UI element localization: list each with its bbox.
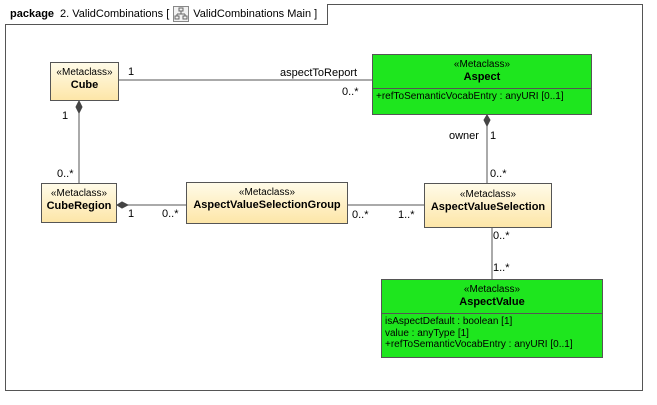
package-keyword: package — [10, 8, 55, 20]
stereotype: «Metaclass» — [453, 59, 511, 70]
stereotype: «Metaclass» — [50, 188, 108, 199]
package-tab: package 2. ValidCombinations [ ValidComb… — [5, 4, 329, 25]
class-aspect[interactable]: «Metaclass» Aspect +refToSemanticVocabEn… — [372, 54, 592, 115]
multiplicity-label: 1 — [62, 110, 69, 122]
class-name: Cube — [70, 79, 99, 91]
multiplicity-label: 1 — [490, 130, 497, 142]
class-name: AspectValueSelection — [430, 201, 546, 213]
stereotype: «Metaclass» — [238, 187, 296, 198]
multiplicity-label: 0..* — [57, 168, 74, 180]
package-name: 2. ValidCombinations [ — [60, 8, 170, 20]
composition-diamond — [483, 114, 491, 128]
class-cube[interactable]: «Metaclass» Cube — [50, 62, 119, 101]
attribute: +refToSemanticVocabEntry : anyURI [0..1] — [376, 91, 564, 102]
role-label: owner — [449, 130, 479, 142]
stereotype: «Metaclass» — [463, 284, 521, 295]
class-name: AspectValueSelectionGroup — [193, 199, 341, 211]
stereotype: «Metaclass» — [56, 67, 113, 78]
attribute: value : anyType [1] — [385, 327, 469, 339]
attribute: +refToSemanticVocabEntry : anyURI [0..1] — [385, 339, 573, 350]
multiplicity-label: 0..* — [162, 208, 179, 220]
class-aspect-value-selection[interactable]: «Metaclass» AspectValueSelection — [424, 183, 552, 228]
composition-diamond — [75, 99, 83, 115]
class-name: AspectValue — [459, 296, 525, 308]
composition-diamond — [116, 201, 130, 209]
stereotype: «Metaclass» — [459, 189, 517, 200]
class-name: CubeRegion — [46, 200, 112, 212]
multiplicity-label: 0..* — [493, 230, 510, 242]
multiplicity-label: 1..* — [493, 262, 510, 274]
class-aspect-value-selection-group[interactable]: «Metaclass» AspectValueSelectionGroup — [186, 182, 348, 224]
multiplicity-label: 0..* — [352, 209, 369, 221]
multiplicity-label: 1..* — [398, 209, 415, 221]
multiplicity-label: 1 — [128, 66, 135, 78]
class-aspect-value[interactable]: «Metaclass» AspectValue isAspectDefault … — [381, 279, 603, 358]
attribute: isAspectDefault : boolean [1] — [385, 316, 513, 327]
attribute-compartment: isAspectDefault : boolean [1] value : an… — [382, 313, 602, 354]
diagram-name: ValidCombinations Main ] — [193, 8, 318, 20]
multiplicity-label: 0..* — [342, 86, 359, 98]
class-name: Aspect — [463, 71, 501, 83]
class-cube-region[interactable]: «Metaclass» CubeRegion — [41, 183, 117, 223]
attribute-compartment: +refToSemanticVocabEntry : anyURI [0..1] — [373, 88, 591, 106]
multiplicity-label: 1 — [128, 208, 135, 220]
multiplicity-label: 0..* — [490, 168, 507, 180]
diagram-icon — [173, 6, 190, 22]
role-label: aspectToReport — [280, 67, 358, 79]
